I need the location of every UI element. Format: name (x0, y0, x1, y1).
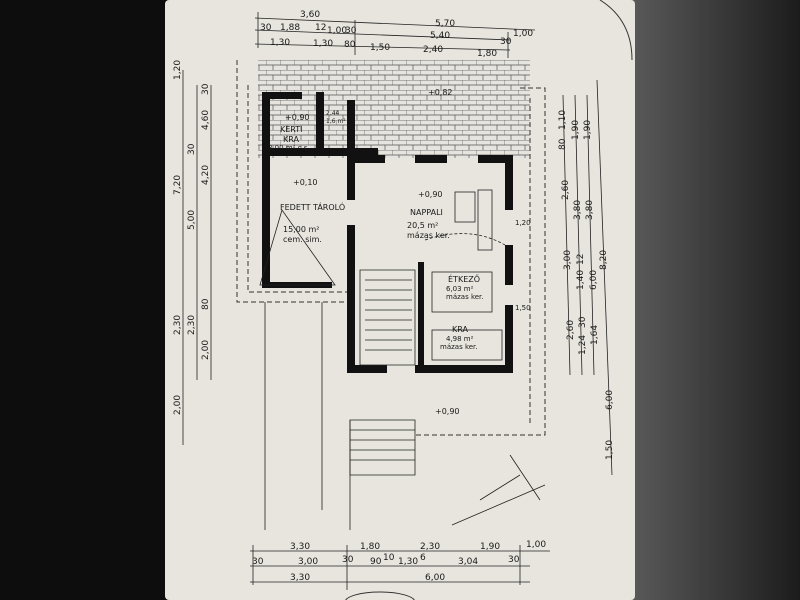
bottom-dimension-lines (250, 545, 550, 590)
dimension-label: 4,60 (201, 110, 211, 130)
dim-top: 2,40 (423, 45, 443, 55)
dimension-label: 4,20 (201, 165, 211, 185)
dimension-label: 2,60 (566, 320, 576, 340)
dimension-label: 1,64 (590, 325, 600, 345)
dim-bottom: 1,30 (398, 557, 418, 567)
dimension-label: 1,10 (558, 110, 568, 130)
window-mark: 1,50 (515, 304, 531, 312)
dimension-label: 3,80 (585, 200, 595, 220)
dim-bottom: 3,30 (290, 542, 310, 552)
north-arrow (451, 454, 546, 526)
dimension-label: 1,50 (605, 440, 615, 460)
dim-bottom: 90 (370, 557, 382, 567)
dim-top: 1,00 (327, 26, 347, 36)
dimension-label: 12 (576, 254, 586, 265)
dim-bottom: 3,30 (290, 573, 310, 583)
garden-storage-name2: KRA (283, 135, 299, 144)
dim-bottom: 1,90 (480, 542, 500, 552)
window-mark: 1,20 (515, 219, 531, 227)
living-room-floor: mázas ker. (407, 231, 450, 240)
dimension-label: 2,60 (561, 180, 571, 200)
furniture (259, 189, 506, 366)
garden-storage-name: KERTI (280, 125, 303, 134)
dimension-label: 3,00 (563, 250, 573, 270)
dim-top: 30 (260, 23, 272, 33)
dimension-label: 5,00 (187, 210, 197, 230)
dimension-label: 6,00 (605, 390, 615, 410)
dimension-label: 1,90 (583, 120, 593, 140)
living-room-area: 20,5 m² (407, 221, 438, 230)
small-room-area: 2,44 (326, 110, 340, 117)
covered-storage-level: +0,10 (293, 178, 318, 187)
dimension-label: 2,30 (173, 315, 183, 335)
dim-top: 1,88 (280, 23, 300, 33)
dim-top: 80 (344, 40, 356, 50)
covered-storage-name: FEDETT TÁROLÓ (280, 201, 345, 212)
dim-bottom: 30 (252, 557, 264, 567)
dim-top: 1,80 (477, 49, 497, 59)
dimension-label: 3,80 (573, 200, 583, 220)
garden-storage-level: +0,90 (285, 113, 310, 122)
dim-bottom: 1,00 (526, 540, 546, 550)
dimension-label: 30 (187, 143, 197, 155)
right-dimension-lines (562, 79, 613, 476)
dim-top: 1,50 (370, 43, 390, 53)
terrace-level: +0,82 (428, 88, 453, 97)
dimension-label: 7,20 (173, 175, 183, 195)
dining-name: ÉTKEZŐ (448, 273, 480, 284)
dimension-label: 2,00 (201, 340, 211, 360)
living-room-name: NAPPALI (410, 208, 443, 217)
stamp (345, 591, 415, 600)
dim-bottom: 2,30 (420, 542, 440, 552)
living-room-level: +0,90 (418, 190, 443, 199)
dim-top: 5,40 (430, 31, 450, 41)
small-room-area2: 1,6 m² (326, 118, 346, 125)
kitchen-floor: mázas ker. (440, 343, 478, 351)
entrance-level: +0,90 (435, 407, 460, 416)
dim-bottom: 30 (342, 555, 354, 565)
dim-bottom: 10 (383, 553, 395, 563)
covered-storage-floor: cem. sim. (283, 235, 322, 244)
dim-top: 30 (500, 37, 512, 47)
dining-floor: mázas ker. (446, 293, 484, 301)
garden-storage-area: 3,00 m² c.s. (268, 144, 310, 152)
dim-top: 1,00 (513, 29, 533, 39)
dim-top: 12 (315, 23, 326, 33)
dim-bottom: 1,80 (360, 542, 380, 552)
dim-top: 3,60 (300, 10, 320, 20)
dimension-label: 1,40 (576, 270, 586, 290)
dim-bottom: 3,04 (458, 557, 478, 567)
dimension-label: 30 (201, 83, 211, 95)
left-dimensions: 1,20 30 4,60 30 4,20 7,20 5,00 2,30 2,30… (173, 60, 211, 415)
dimension-label: 80 (558, 138, 568, 150)
dimension-label: 8,20 (599, 250, 609, 270)
dim-top: 5,70 (435, 19, 455, 29)
right-dimensions: 1,10 1,90 1,90 80 2,60 3,80 3,80 3,00 12… (558, 110, 615, 460)
dimension-label: 2,00 (173, 395, 183, 415)
top-dimensions (254, 12, 536, 58)
dimension-label: 2,30 (187, 315, 197, 335)
dimension-label: 1,90 (571, 120, 581, 140)
site-boundary (236, 60, 546, 436)
dim-top: 1,30 (313, 39, 333, 49)
dimension-label: 80 (201, 298, 211, 310)
dim-top: 30 (345, 26, 357, 36)
dim-bottom: 3,00 (298, 557, 318, 567)
entrance-steps (264, 302, 546, 530)
dining-area: 6,03 m² (446, 285, 474, 293)
covered-storage-area: 15,00 m² (283, 225, 319, 234)
kitchen-name: KRA (452, 325, 468, 334)
dimension-label: 30 (578, 316, 588, 328)
dim-bottom: 30 (508, 555, 520, 565)
kitchen-area: 4,98 m² (446, 335, 474, 343)
dim-bottom: 6 (420, 553, 426, 563)
dim-bottom: 6,00 (425, 573, 445, 583)
dimension-label: 1,24 (578, 335, 588, 355)
dim-top: 1,30 (270, 38, 290, 48)
terrace-tiles (258, 60, 530, 158)
left-dimension-lines (182, 70, 212, 445)
dimension-label: 6,00 (589, 270, 599, 290)
dimension-label: 1,20 (173, 60, 183, 80)
